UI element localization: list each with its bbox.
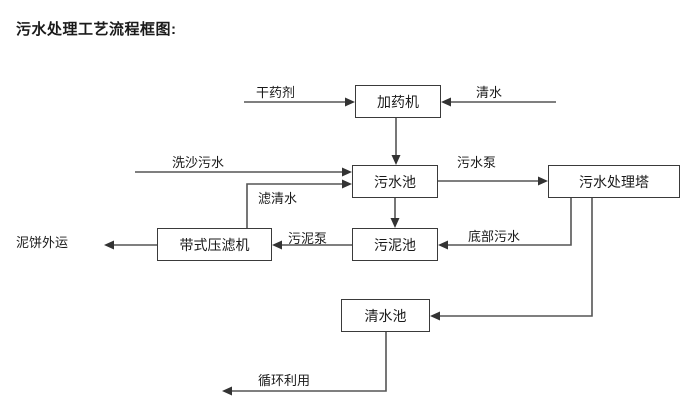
edge-dosing-to-sewage-pool [391, 118, 401, 165]
edge-label-recycle-use: 循环利用 [258, 373, 311, 388]
edge-sludge-pool-to-press [272, 240, 352, 250]
node-belt-filter-press[interactable]: 带式压滤机 [157, 228, 272, 261]
node-sewage-pool[interactable]: 污水池 [352, 165, 438, 198]
edge-label-sludge-pump: 污泥泵 [288, 231, 328, 246]
edge-clear-water-to-recycle [222, 332, 387, 396]
edge-label-sewage-pump: 污水泵 [457, 155, 497, 170]
edge-sewage-pool-to-sludge-pool [390, 198, 400, 228]
edge-label-bottom-sewage: 底部污水 [468, 229, 521, 244]
edge-filtrate-to-sewage-pool [246, 179, 352, 228]
node-label: 污泥池 [374, 236, 416, 253]
edge-sand-wash-to-sewage-pool [135, 167, 352, 177]
node-label: 污水池 [374, 173, 416, 190]
node-dosing-machine[interactable]: 加药机 [355, 85, 441, 118]
edge-tower-to-clear-water [430, 198, 593, 321]
edge-sewage-pool-to-tower [438, 176, 548, 186]
node-label: 带式压滤机 [179, 236, 250, 253]
edge-clean-water-to-dosing [441, 97, 556, 107]
node-treatment-tower[interactable]: 污水处理塔 [548, 165, 680, 198]
edge-label-dry-agent: 干药剂 [256, 85, 296, 100]
edge-press-to-mud-cake [104, 240, 157, 250]
edge-label-filtrate-water: 滤清水 [258, 191, 298, 206]
edge-label-mud-cake-out: 泥饼外运 [16, 235, 69, 250]
node-label: 污水处理塔 [579, 173, 649, 190]
node-label: 清水池 [364, 307, 407, 324]
edge-tower-to-sludge-pool [438, 198, 572, 250]
page-title: 污水处理工艺流程框图: [16, 21, 177, 38]
node-label: 加药机 [377, 93, 419, 110]
node-sludge-pool[interactable]: 污泥池 [352, 228, 438, 261]
edge-dry-agent-to-dosing [244, 97, 355, 107]
edge-label-clean-water: 清水 [476, 85, 503, 100]
edge-label-sand-wash-sewage: 洗沙污水 [172, 155, 225, 170]
node-clear-water-pool[interactable]: 清水池 [341, 299, 430, 332]
